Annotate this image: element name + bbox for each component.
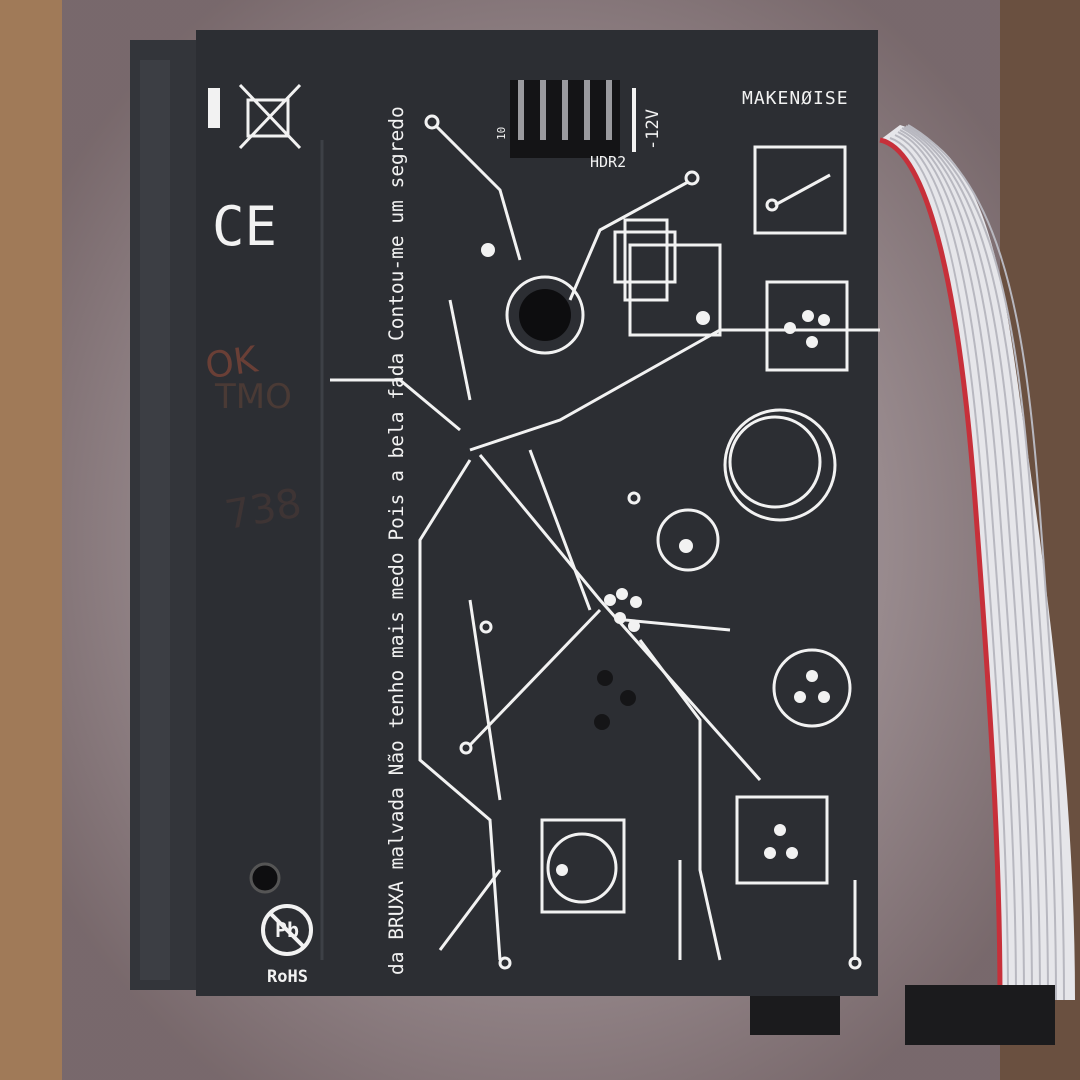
- pin-label: 10: [495, 127, 508, 140]
- weee-bin-icon: [238, 83, 302, 150]
- ribbon-cable: [750, 124, 1075, 1045]
- handwriting-ok: OK: [203, 339, 262, 387]
- mounting-hole: [249, 862, 281, 894]
- idc-connector: [905, 985, 1055, 1045]
- silkscreen-dots: [481, 243, 830, 876]
- main-pcb: [196, 30, 878, 996]
- rohs-label: RoHS: [267, 967, 308, 987]
- power-header: [510, 80, 620, 158]
- ce-mark: CE: [212, 195, 277, 258]
- cardboard-flap-left: [0, 0, 62, 1080]
- voltage-label: -12V: [643, 109, 663, 150]
- solder-joints: [594, 670, 636, 730]
- no-lead-icon: Pb: [261, 904, 313, 956]
- screw: [505, 275, 585, 355]
- motto-text: da BRUXA malvada Não tenho mais medo Poi…: [385, 106, 408, 975]
- weee-bar-icon: [208, 88, 220, 128]
- makenoise-logo: MAKENØISE: [742, 88, 849, 109]
- header-label: HDR2: [590, 153, 626, 171]
- handwriting-tmo: TMO: [214, 377, 292, 417]
- silkscreen-traces: [330, 114, 880, 970]
- pb-symbol: Pb: [275, 918, 299, 942]
